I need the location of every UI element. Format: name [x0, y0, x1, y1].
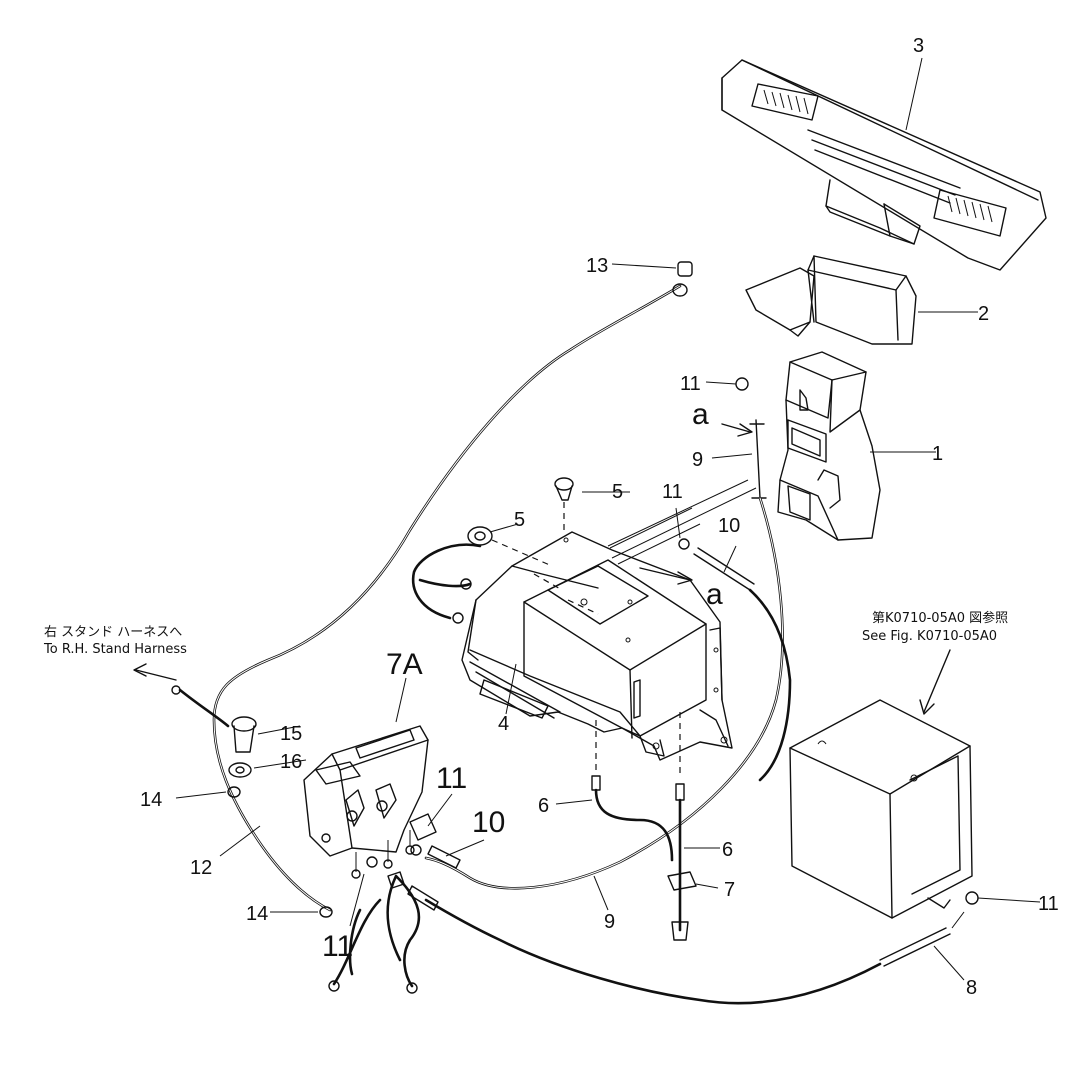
part-16-washer — [228, 762, 252, 778]
label-10-top: 10 — [718, 515, 740, 537]
part-4-ac-unit — [461, 507, 733, 778]
label-11-top: 11 — [680, 373, 701, 395]
label-14-lower: 14 — [246, 903, 268, 925]
label-ref-a-unit: a — [706, 578, 723, 611]
label-14-upper: 14 — [140, 789, 162, 811]
label-6-right: 6 — [722, 839, 733, 861]
part-7A-control-panel — [303, 725, 429, 879]
callout-notes: 右 スタンド ハーネスへ To R.H. Stand Harness 第K071… — [43, 610, 1008, 657]
label-4: 4 — [498, 713, 509, 735]
part-15-bolt — [231, 716, 257, 753]
label-11-panel: 11 — [436, 762, 467, 795]
part-2-duct — [745, 255, 917, 345]
leader-lines — [133, 57, 1041, 981]
part-6-hoses — [591, 775, 689, 941]
label-5-screw: 5 — [612, 481, 623, 503]
unit-leader-lines — [607, 479, 757, 559]
note-figure-en: See Fig. K0710-05A0 — [862, 629, 997, 644]
part-9-cable-upper — [424, 419, 784, 890]
label-9-bottom: 9 — [604, 911, 615, 933]
label-7: 7 — [724, 879, 735, 901]
label-ref-a-top: a — [692, 398, 709, 431]
part-1-duct-elbow — [777, 351, 881, 541]
part-8-cable-lower — [407, 885, 979, 1005]
label-16: 16 — [280, 751, 302, 773]
note-harness-jp: 右 スタンド ハーネスへ — [44, 625, 182, 640]
label-13: 13 — [586, 255, 608, 277]
note-harness-en: To R.H. Stand Harness — [43, 642, 187, 657]
label-9-top: 9 — [692, 449, 703, 471]
part-labels: 3 2 1 13 11 a 9 5 11 5 10 a 4 6 6 7 9 8 … — [140, 35, 1059, 999]
part-3-vent-panel — [721, 59, 1047, 271]
label-11-right: 11 — [1038, 893, 1059, 915]
label-1: 1 — [932, 443, 943, 465]
label-6-left: 6 — [538, 795, 549, 817]
part-7-clamp — [667, 871, 697, 891]
note-figure-jp: 第K0710-05A0 図参照 — [872, 610, 1008, 626]
part-13-connector — [672, 261, 693, 297]
label-10-panel: 10 — [472, 806, 505, 839]
label-11-mid: 11 — [662, 481, 683, 503]
part-5-screw-upper — [554, 477, 574, 534]
harness-wires — [178, 284, 682, 988]
label-3: 3 — [913, 35, 924, 57]
label-2: 2 — [978, 303, 989, 325]
label-12: 12 — [190, 857, 212, 879]
label-15: 15 — [280, 723, 302, 745]
wire-eyelets — [171, 578, 472, 994]
part-14-clips — [227, 786, 333, 918]
box-see-figure — [789, 699, 973, 919]
label-5-grommet: 5 — [514, 509, 525, 531]
label-7A: 7A — [386, 648, 423, 681]
label-8: 8 — [966, 977, 977, 999]
part-10-rod-upper — [693, 547, 792, 782]
label-11-lower: 11 — [322, 930, 353, 963]
